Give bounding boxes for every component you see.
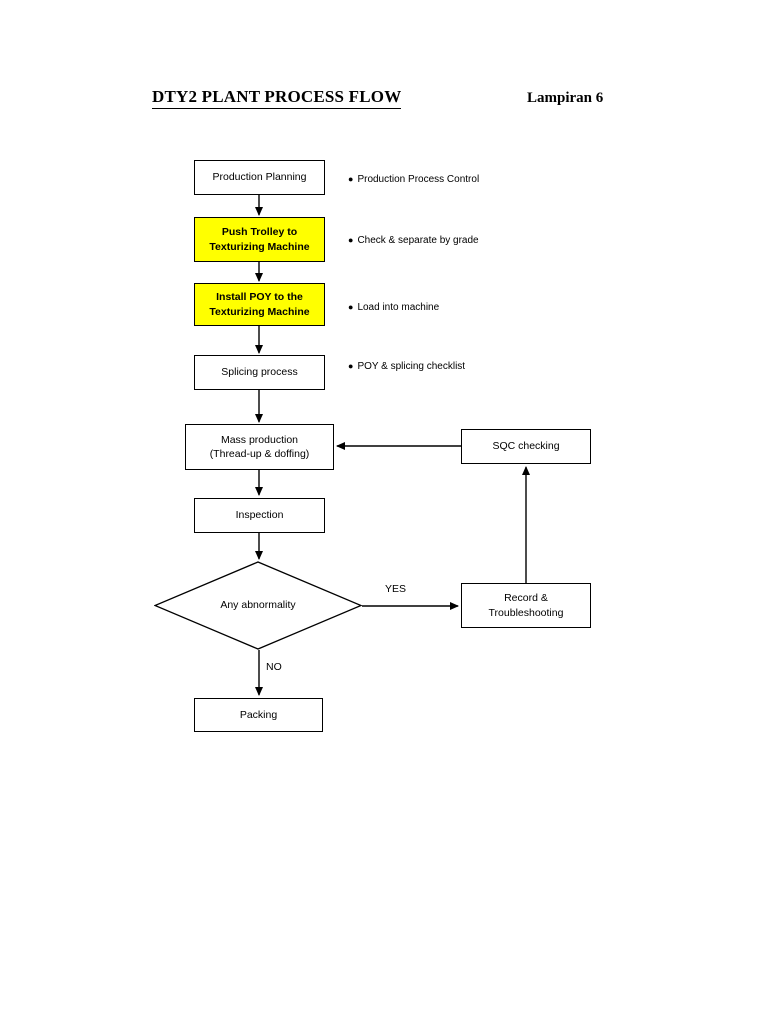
- page-title: DTY2 PLANT PROCESS FLOW: [152, 87, 402, 109]
- bullet-icon: ●: [348, 361, 354, 371]
- node-label: Splicing process: [221, 366, 298, 379]
- note-check-separate-by-grade: ● Check & separate by grade: [348, 235, 479, 246]
- note-text: Production Process Control: [357, 174, 480, 185]
- node-label-line1: Record &: [504, 592, 548, 605]
- node-label: Production Planning: [212, 171, 307, 184]
- bullet-icon: ●: [348, 302, 354, 312]
- node-any-abnormality[interactable]: Any abnormality: [154, 561, 362, 650]
- edge-label-no: NO: [266, 661, 282, 673]
- node-label-line2: Texturizing Machine: [209, 305, 310, 318]
- node-record-troubleshooting[interactable]: Record & Troubleshooting: [461, 583, 591, 628]
- appendix-label: Lampiran 6: [527, 90, 604, 106]
- edge-label-yes: YES: [385, 583, 407, 595]
- node-label-line1: Mass production: [220, 433, 299, 446]
- diamond-shape: [154, 561, 362, 650]
- note-text: Load into machine: [357, 302, 440, 313]
- node-label-line1: Push Trolley to: [221, 226, 298, 239]
- node-label-line1: Install POY to the: [216, 291, 303, 304]
- node-push-trolley[interactable]: Push Trolley to Texturizing Machine: [194, 217, 325, 262]
- note-text: POY & splicing checklist: [357, 361, 466, 372]
- note-text: Check & separate by grade: [357, 235, 479, 246]
- node-mass-production[interactable]: Mass production (Thread-up & doffing): [185, 424, 334, 470]
- node-packing[interactable]: Packing: [194, 698, 323, 732]
- node-splicing-process[interactable]: Splicing process: [194, 355, 325, 390]
- note-production-process-control: ● Production Process Control: [348, 174, 479, 185]
- node-production-planning[interactable]: Production Planning: [194, 160, 325, 195]
- node-label: Inspection: [235, 509, 284, 522]
- node-label: SQC checking: [492, 440, 560, 453]
- node-inspection[interactable]: Inspection: [194, 498, 325, 533]
- node-label-line2: Texturizing Machine: [209, 240, 310, 253]
- bullet-icon: ●: [348, 235, 354, 245]
- note-load-into-machine: ● Load into machine: [348, 302, 439, 313]
- node-label-line2: Troubleshooting: [488, 606, 564, 619]
- node-sqc-checking[interactable]: SQC checking: [461, 429, 591, 464]
- bullet-icon: ●: [348, 174, 354, 184]
- node-label-line2: (Thread-up & doffing): [209, 448, 310, 460]
- node-label: Packing: [239, 708, 278, 721]
- note-poy-splicing-checklist: ● POY & splicing checklist: [348, 361, 465, 372]
- node-install-poy[interactable]: Install POY to the Texturizing Machine: [194, 283, 325, 326]
